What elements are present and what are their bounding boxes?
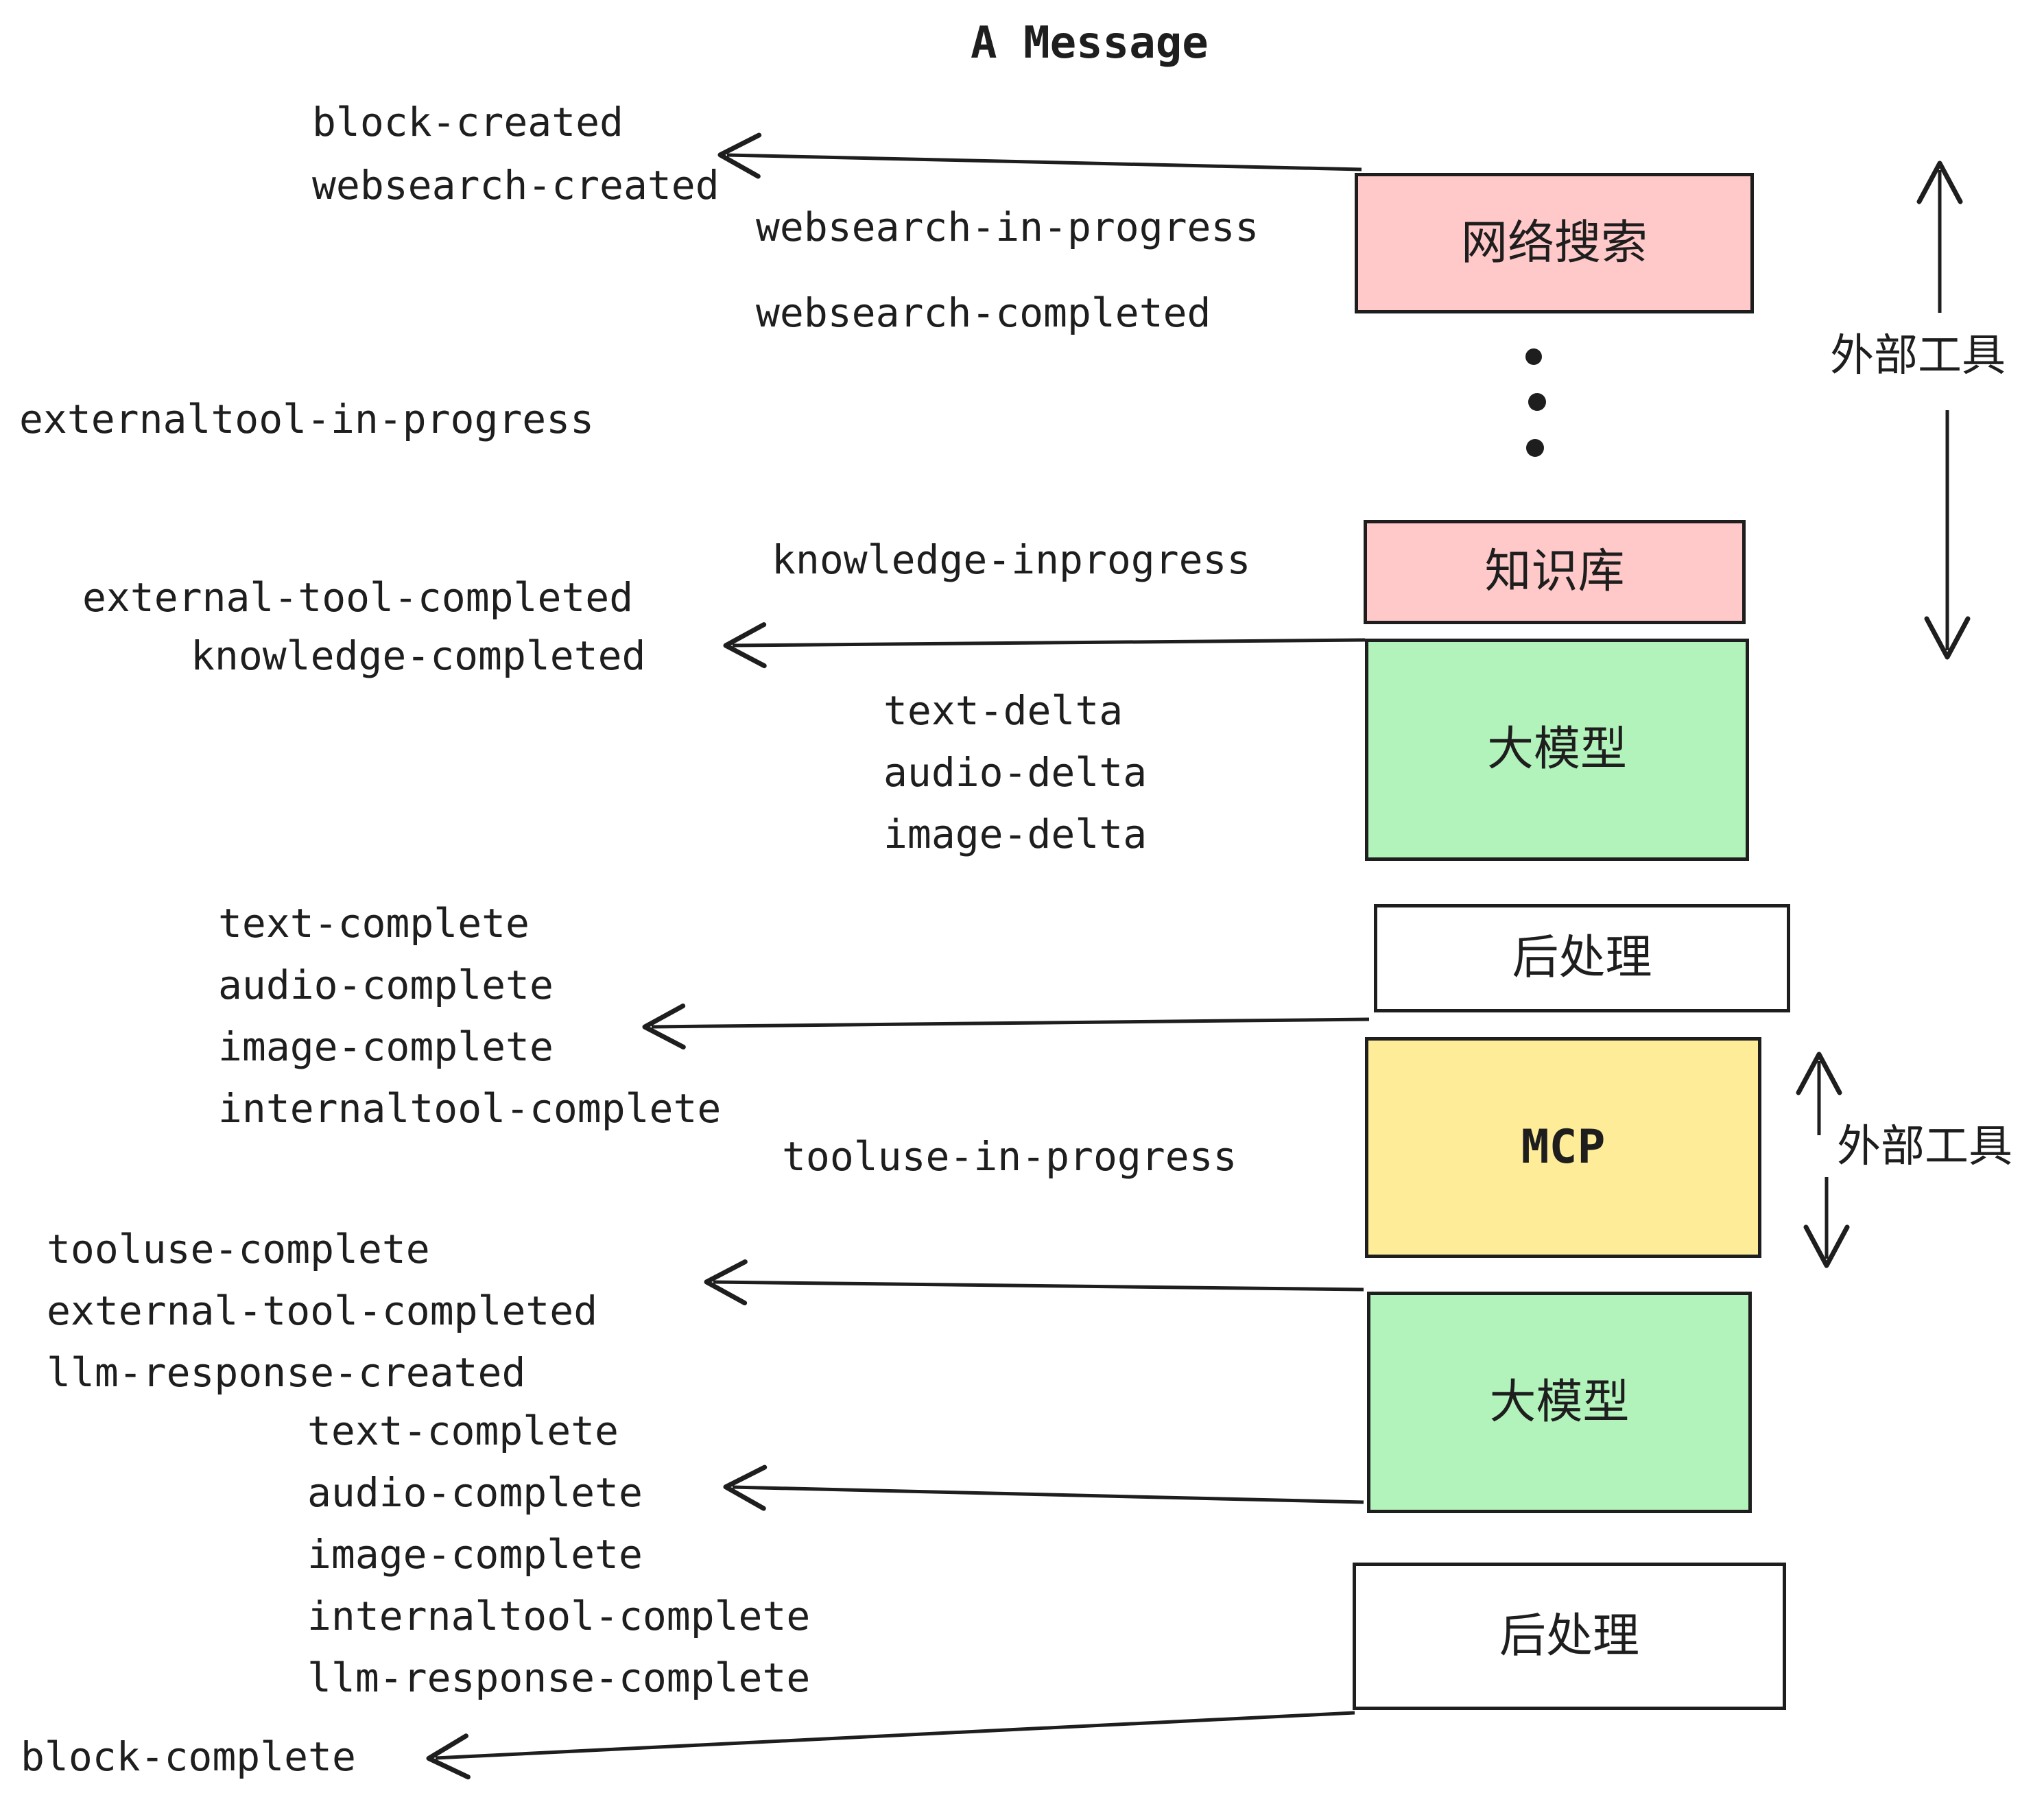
arrow-to-knowledge-completed	[723, 622, 1366, 669]
arrow-to-block-complete	[426, 1711, 1355, 1780]
node-knowledge-base: 知识库	[1364, 520, 1746, 624]
event-knowledge-inprogress: knowledge-inprogress	[772, 536, 1251, 583]
diagram-title: A Message	[971, 18, 1209, 69]
node-postprocess-2: 后处理	[1353, 1563, 1786, 1710]
event-image-complete-1: image-complete	[218, 1023, 554, 1070]
node-postprocess-1: 后处理	[1374, 904, 1790, 1012]
event-websearch-in-progress: websearch-in-progress	[756, 204, 1259, 250]
event-tooluse-in-progress: tooluse-in-progress	[782, 1133, 1237, 1180]
event-knowledge-completed: knowledge-completed	[191, 632, 646, 679]
annotation-external-tools-2: 外部工具	[1837, 1121, 2012, 1172]
vertical-ellipsis-icon	[1525, 348, 1546, 457]
event-text-complete-1: text-complete	[218, 900, 530, 947]
event-llm-response-created: llm-response-created	[47, 1349, 526, 1396]
event-llm-response-complete: llm-response-complete	[307, 1654, 811, 1701]
event-external-tool-completed-1: external-tool-completed	[82, 574, 634, 621]
arrow-to-websearch-created	[717, 132, 1362, 179]
event-block-created: block-created	[312, 99, 623, 145]
event-block-complete: block-complete	[21, 1733, 356, 1780]
arrow-to-tooluse-complete	[704, 1259, 1364, 1306]
event-image-complete-2: image-complete	[307, 1531, 643, 1578]
event-audio-delta-1: audio-delta	[883, 749, 1148, 796]
event-websearch-created: websearch-created	[312, 162, 720, 209]
node-llm-2: 大模型	[1367, 1292, 1752, 1513]
event-audio-complete-2: audio-complete	[307, 1469, 643, 1516]
arrow-to-image-complete	[642, 1004, 1370, 1050]
node-mcp: MCP	[1365, 1037, 1761, 1258]
event-internaltool-complete-1: internaltool-complete	[218, 1085, 722, 1132]
annotation-external-tools-1: 外部工具	[1830, 331, 2006, 381]
event-tooluse-complete: tooluse-complete	[47, 1226, 430, 1272]
arrow-to-audio-complete	[723, 1464, 1364, 1511]
event-image-delta-1: image-delta	[883, 811, 1148, 857]
event-text-delta-1: text-delta	[883, 687, 1124, 734]
node-llm-1: 大模型	[1365, 639, 1749, 861]
event-externaltool-in-progress: externaltool-in-progress	[19, 396, 595, 442]
event-websearch-completed: websearch-completed	[756, 289, 1211, 336]
event-text-complete-2: text-complete	[307, 1408, 619, 1454]
event-internaltool-complete-2: internaltool-complete	[307, 1593, 811, 1639]
node-websearch: 网络搜索	[1355, 173, 1754, 313]
event-audio-complete-1: audio-complete	[218, 962, 554, 1008]
event-external-tool-completed-2: external-tool-completed	[47, 1287, 598, 1334]
